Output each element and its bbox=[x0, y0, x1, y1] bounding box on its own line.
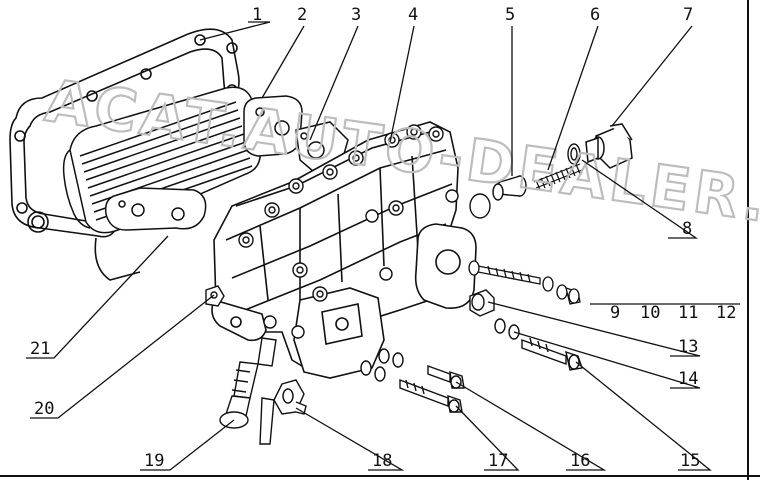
callout-17: 17 bbox=[488, 451, 508, 471]
drain-plug bbox=[469, 289, 520, 340]
sealing-washer bbox=[567, 143, 581, 165]
callout-21: 21 bbox=[30, 339, 50, 359]
callout-3: 3 bbox=[351, 5, 361, 25]
sensor-fitting bbox=[259, 379, 307, 445]
callout-18: 18 bbox=[372, 451, 392, 471]
stud-washer-nut bbox=[468, 260, 581, 305]
callout-11: 11 bbox=[678, 303, 698, 323]
callout-labels: 1 2 3 4 5 6 7 8 9 10 11 12 13 14 15 16 1… bbox=[30, 5, 736, 471]
callout-12: 12 bbox=[716, 303, 736, 323]
callout-19: 19 bbox=[144, 451, 164, 471]
callout-20: 20 bbox=[34, 399, 54, 419]
mounting-bolt-long bbox=[521, 337, 583, 371]
relief-valve-plug bbox=[585, 123, 633, 169]
small-bolt bbox=[205, 285, 225, 307]
valve-sleeve bbox=[469, 175, 527, 219]
callout-13: 13 bbox=[678, 337, 698, 357]
callout-6: 6 bbox=[590, 5, 600, 25]
oil-cooler-core bbox=[62, 86, 303, 234]
callout-2: 2 bbox=[297, 5, 307, 25]
callout-1: 1 bbox=[252, 5, 262, 25]
housing-bolt-heads bbox=[238, 124, 459, 339]
oil-pipe-fitting bbox=[219, 337, 277, 429]
callout-9: 9 bbox=[610, 303, 620, 323]
callout-7: 7 bbox=[683, 5, 693, 25]
callout-4: 4 bbox=[408, 5, 418, 25]
callout-15: 15 bbox=[680, 451, 700, 471]
callout-leaders bbox=[26, 21, 740, 471]
valve-spring bbox=[533, 163, 583, 191]
callout-16: 16 bbox=[570, 451, 590, 471]
callout-8: 8 bbox=[682, 219, 692, 239]
callout-5: 5 bbox=[505, 5, 515, 25]
callout-14: 14 bbox=[678, 369, 698, 389]
callout-10: 10 bbox=[640, 303, 660, 323]
